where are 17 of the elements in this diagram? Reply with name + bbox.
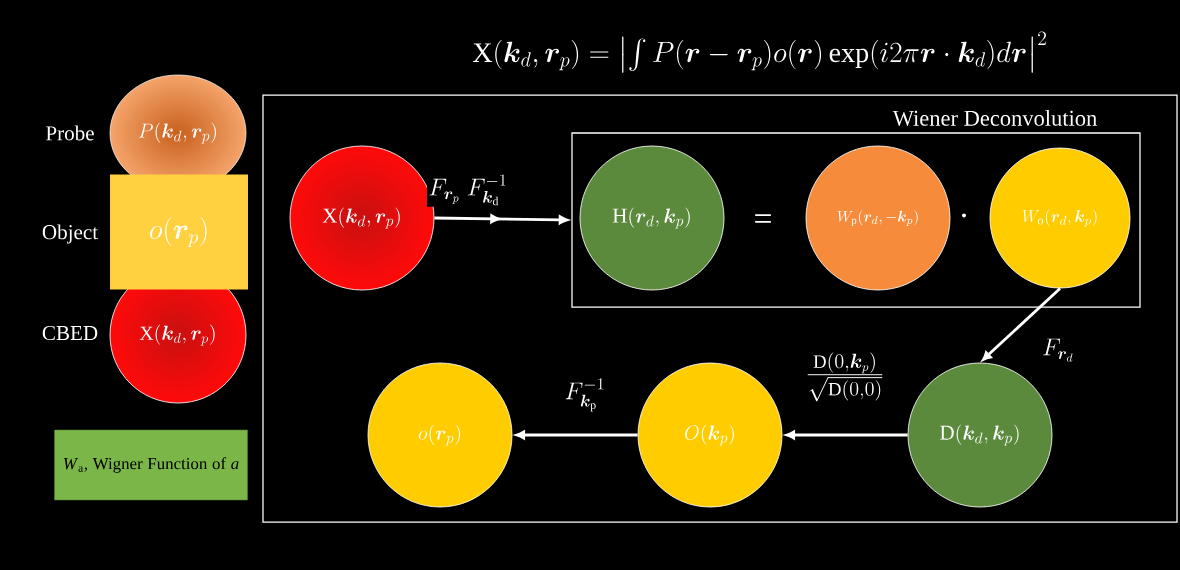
object-square: $o(\boldsymbol{r}_p)$: [110, 174, 248, 290]
operator-sign: ·: [962, 213, 966, 218]
edge-label: $F_{\boldsymbol{r}_d}$: [1040, 337, 1076, 363]
side-label: Probe: [46, 125, 94, 141]
side-label: CBED: [42, 325, 98, 341]
edge-label: $F_{\boldsymbol{r}_p}\;F^{-1}_{\boldsymbol{k}_\mathrm{d}}$: [426, 173, 510, 207]
edge-label: $\frac{\mathrm{D}(0,\boldsymbol{k}_p)}{\sqrt{\mathrm{D}(0,0)}}$: [804, 351, 886, 403]
arrow: [785, 430, 908, 440]
legend-box: W$_{a}$, Wigner Function of a: [54, 429, 248, 501]
arrow: [434, 214, 569, 225]
inner-box: [571, 132, 1141, 308]
operator-sign: =: [755, 214, 771, 223]
edge-label: $F^{-1}_{\boldsymbol{k}_\mathrm{p}}$: [563, 377, 607, 413]
heading-formula: $\mathrm{X}(\boldsymbol{k}_d,\boldsymbol{r}_p)=\left|\int P(\boldsymbol{r}-\boldsymbol{r}_p)o(\boldsymbol{r})\exp(i2\pi\boldsymbol{r}\cdot\boldsymbol{k}_d)d\boldsymbol{r}\right|^2$: [472, 31, 1046, 73]
arrow: [982, 287, 1061, 361]
side-label: Object: [42, 224, 98, 244]
arrow: [515, 430, 638, 440]
